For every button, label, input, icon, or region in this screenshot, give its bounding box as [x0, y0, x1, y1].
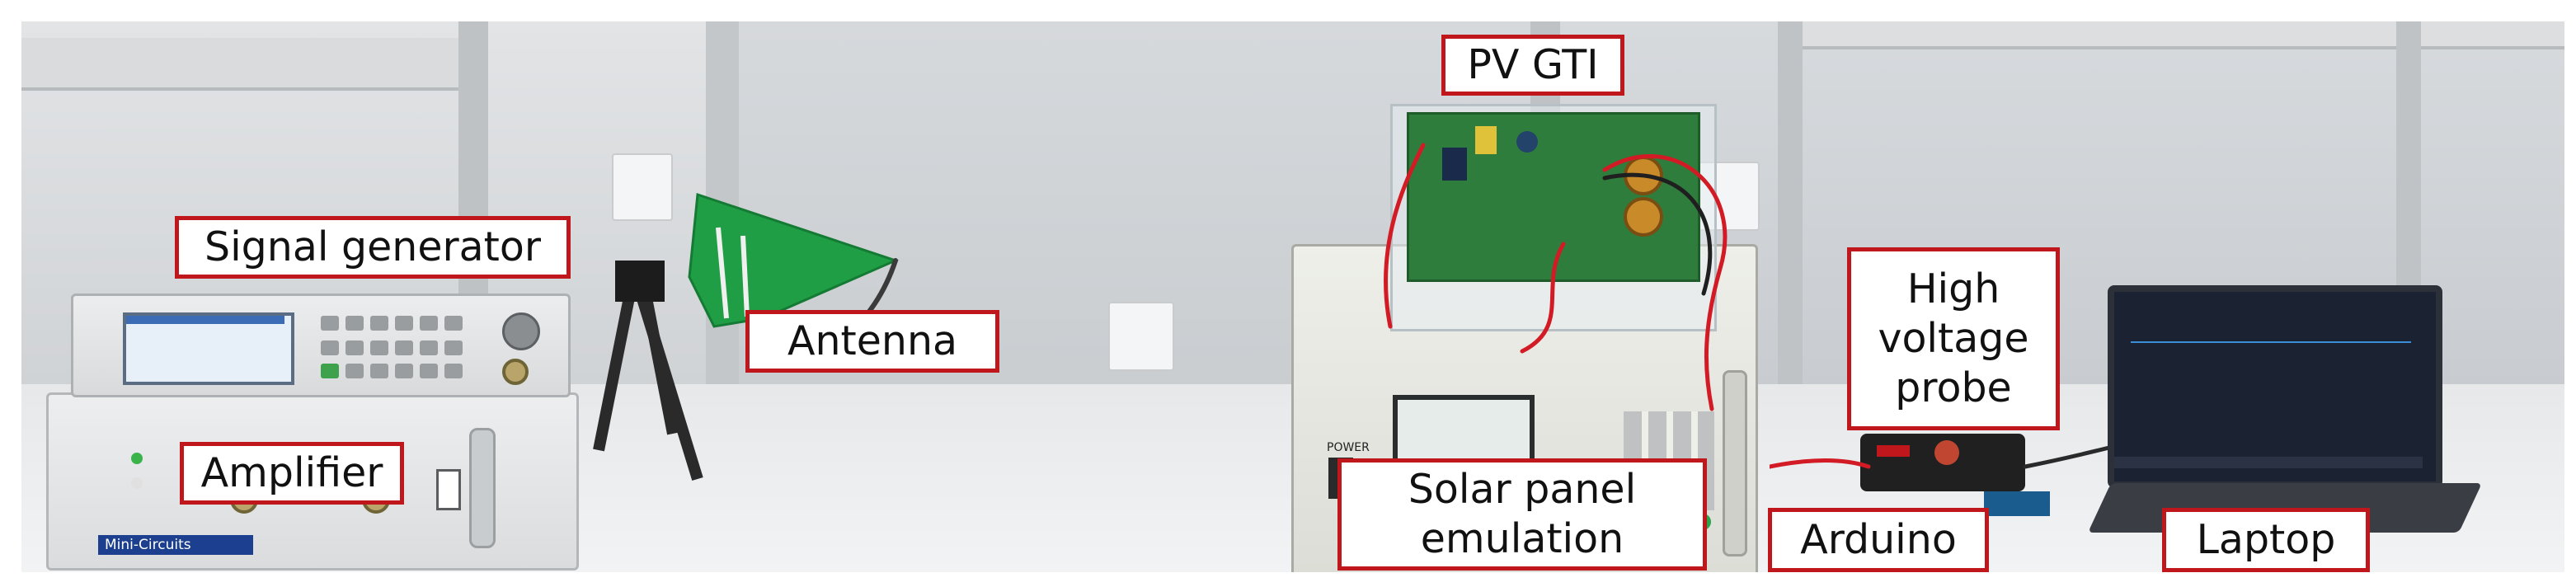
keypad-key: [444, 316, 463, 331]
shelf-upper-right: [1786, 21, 2564, 49]
antenna-pcb: [688, 192, 900, 328]
keypad-key: [321, 340, 339, 355]
antenna-band: [716, 227, 729, 319]
capacitor: [1516, 131, 1538, 153]
keypad-key: [346, 316, 364, 331]
amplifier-switch: [436, 469, 461, 510]
keypad-key: [395, 364, 413, 378]
power-label: POWER: [1327, 441, 1370, 454]
tripod-leg: [593, 284, 637, 452]
laptop-plot-line: [2131, 341, 2411, 343]
amplifier-brand-text: Mini-Circuits: [105, 537, 191, 553]
shelf-upper-left: [21, 38, 467, 91]
amplifier-led: [131, 453, 143, 464]
signal-generator-unit: [71, 294, 571, 397]
lab-photo: Mini-Circuits: [21, 21, 2564, 572]
arduino-pcb: [1984, 491, 2050, 516]
shelf-divider-4: [1778, 21, 1803, 392]
keypad-key: [420, 316, 438, 331]
keypad-key: [420, 364, 438, 378]
pv-gti-board: [1407, 112, 1700, 282]
keypad-key: [321, 316, 339, 331]
amplifier-led: [131, 477, 143, 489]
probe-knob: [1934, 440, 1959, 465]
keypad-key: [321, 364, 339, 378]
arduino-cables: [1770, 439, 2135, 516]
keypad-key: [444, 340, 463, 355]
label-amplifier: Amplifier: [180, 442, 404, 505]
wall-socket: [612, 153, 673, 221]
probe-leads: [1384, 143, 1728, 411]
red-lead: [1384, 143, 1426, 329]
laptop-screen: [2108, 285, 2442, 488]
black-lead: [1602, 172, 1713, 296]
signal-generator-screen: [123, 312, 294, 385]
antenna: [593, 192, 900, 481]
yellow-component: [1475, 126, 1497, 154]
capacitor: [1442, 148, 1467, 181]
keypad-key: [370, 340, 388, 355]
label-solar-panel-emulation: Solar panel emulation: [1337, 458, 1707, 571]
label-arduino: Arduino: [1768, 508, 1989, 572]
keypad-key: [444, 364, 463, 378]
probe-window: [1877, 445, 1910, 457]
amplifier-brand-plate: Mini-Circuits: [98, 535, 253, 555]
keypad-key: [370, 316, 388, 331]
label-laptop: Laptop: [2162, 508, 2370, 572]
red-lead: [1770, 458, 1871, 469]
keypad-key: [395, 316, 413, 331]
label-pv-gti: PV GTI: [1441, 35, 1624, 96]
keypad-key: [370, 364, 388, 378]
tripod-head: [615, 261, 665, 302]
wall-socket: [1108, 302, 1174, 371]
tripod-leg: [632, 283, 703, 481]
keypad-key: [346, 340, 364, 355]
signal-generator-display-bar: [126, 316, 284, 324]
emulator-handle: [1723, 370, 1747, 556]
amplifier-handle: [469, 428, 496, 548]
keypad-key: [395, 340, 413, 355]
antenna-band: [740, 235, 750, 317]
red-lead: [1602, 153, 1728, 411]
keypad-key: [346, 364, 364, 378]
label-signal-generator: Signal generator: [175, 216, 571, 279]
red-lead: [1520, 242, 1566, 354]
inductor-coil: [1624, 197, 1663, 237]
label-high-voltage-probe: High voltage probe: [1847, 247, 2060, 430]
signal-generator-knob: [502, 312, 540, 350]
keypad-key: [420, 340, 438, 355]
rf-output-connector: [502, 359, 529, 385]
arduino-board: [1860, 434, 2025, 491]
laptop-taskbar: [2114, 457, 2423, 468]
label-antenna: Antenna: [745, 310, 999, 373]
